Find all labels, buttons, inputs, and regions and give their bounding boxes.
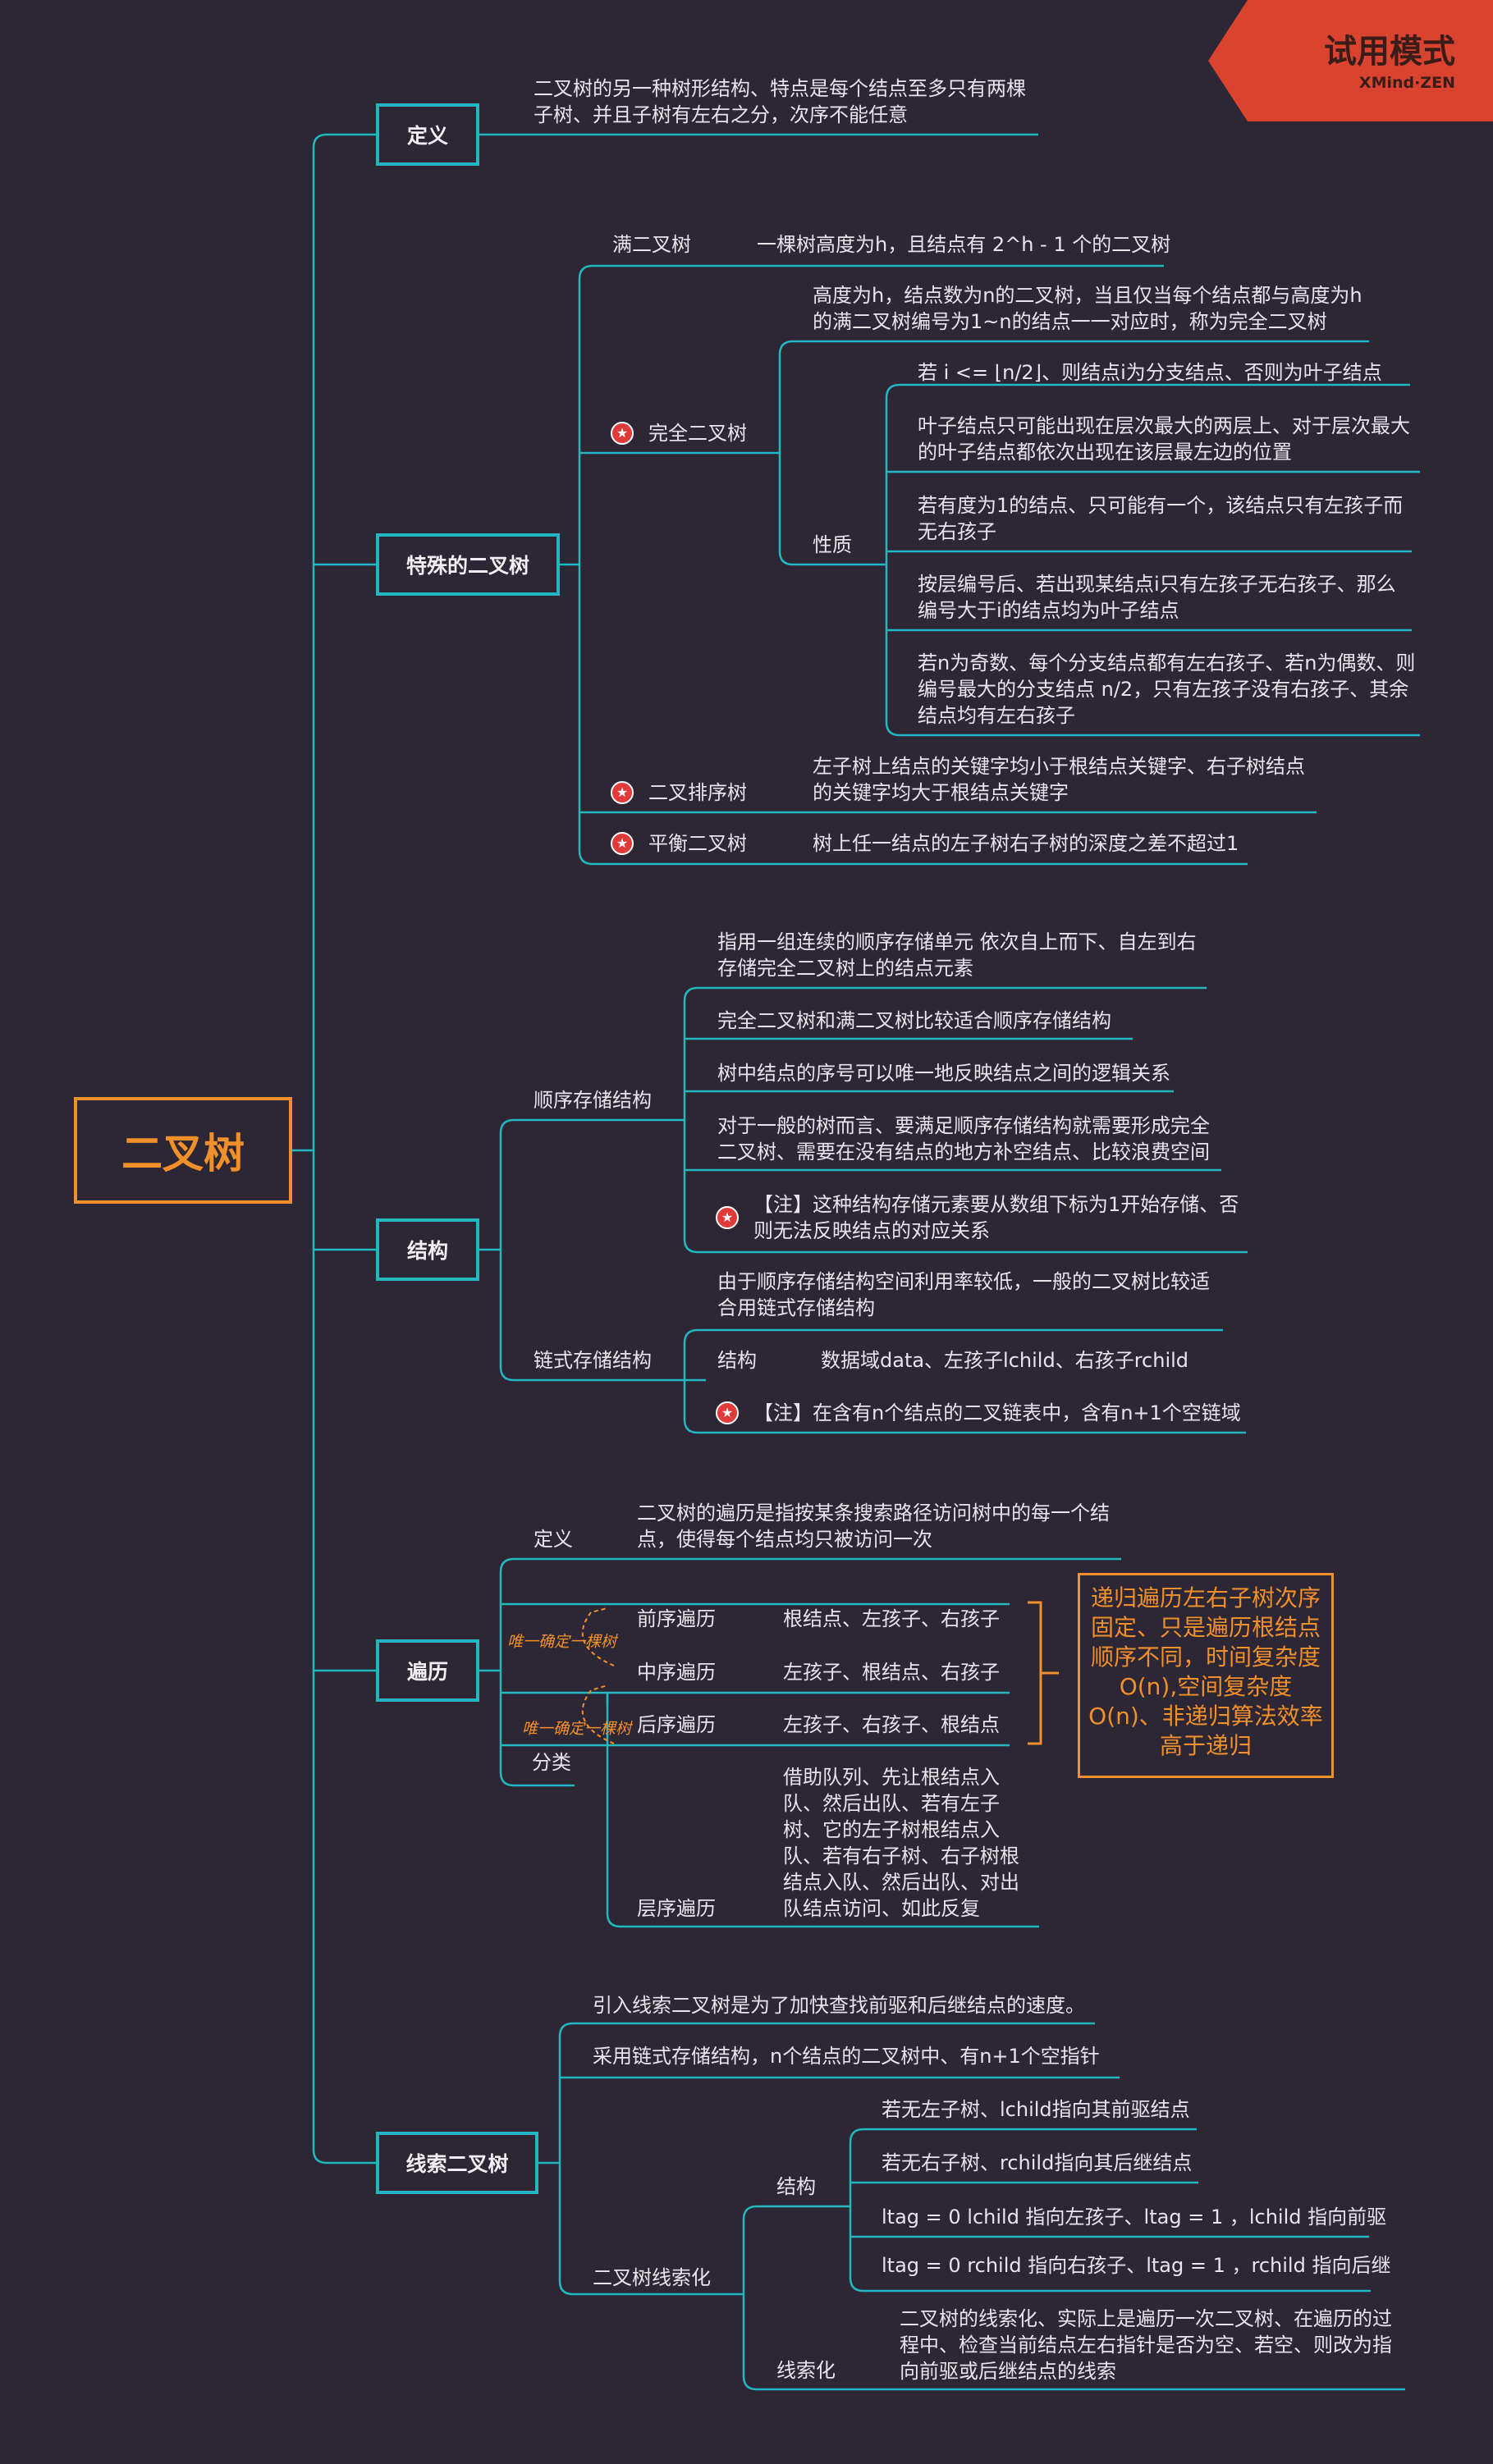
sequential-storage-label[interactable]: 顺序存储结构 [534,1089,652,1112]
traversal-note: 递归遍历左右子树次序固定、只是遍历根结点顺序不同，时间复杂度O(n),空间复杂度… [1078,1573,1334,1778]
linked-note: 【注】在含有n个结点的二叉链表中，含有n+1个空链域 [753,1401,1241,1424]
inorder-text: 左孩子、根结点、右孩子 [783,1661,1000,1684]
linked-struct-label[interactable]: 结构 [717,1349,757,1372]
star-icon: ★ [611,832,634,855]
property-3: 若有度为1的结点、只可能有一个，该结点只有左孩子而无右孩子 [918,494,1404,543]
node-structure[interactable]: 结构 [376,1218,479,1281]
complete-tree-text: 高度为h，结点数为n的二叉树，当且仅当每个结点都与高度为h的满二叉树编号为1~n… [813,284,1362,333]
traversal-def-text: 二叉树的遍历是指按某条搜索路径访问树中的每一个结点，使得每个结点均只被访问一次 [637,1502,1110,1551]
node-traversal[interactable]: 遍历 [376,1639,479,1702]
node-threaded-tree[interactable]: 线索二叉树 [376,2132,538,2194]
traversal-def-label[interactable]: 定义 [534,1528,573,1551]
seq-item-4: 对于一般的树而言、要满足顺序存储结构就需要形成完全二叉树、需要在没有结点的地方补… [717,1114,1210,1163]
star-icon: ★ [611,781,634,804]
watermark-title: 试用模式 [1324,33,1455,71]
threading-text: 二叉树的线索化、实际上是遍历一次二叉树、在遍历的过程中、检查当前结点左右指针是否… [900,2307,1392,2383]
threaded-struct-3: ltag = 0 lchild 指向左孩子、ltag = 1 ，lchild 指… [882,2206,1387,2229]
unique-tree-label-2: 唯一确定一棵树 [522,1720,632,1738]
preorder-text: 根结点、左孩子、右孩子 [783,1607,1000,1630]
star-icon: ★ [716,1401,739,1424]
full-tree-text: 一棵树高度为h，且结点有 2^h - 1 个的二叉树 [757,233,1171,256]
bst-label[interactable]: 二叉排序树 [648,781,747,804]
complete-tree-label[interactable]: 完全二叉树 [648,422,747,445]
property-1: 若 i <= ⌊n/2⌋、则结点i为分支结点、否则为叶子结点 [918,361,1382,384]
properties-label[interactable]: 性质 [813,533,852,556]
star-icon: ★ [611,422,634,445]
threaded-item-1: 引入线索二叉树是为了加快查找前驱和后继结点的速度。 [593,1994,1085,2017]
seq-item-5: 【注】这种结构存储元素要从数组下标为1开始存储、否则无法反映结点的对应关系 [753,1193,1239,1242]
threaded-struct-4: ltag = 0 rchild 指向右孩子、ltag = 1 ，rchild 指… [882,2254,1391,2277]
linked-struct-text: 数据域data、左孩子lchild、右孩子rchild [821,1349,1189,1372]
postorder-text: 左孩子、右孩子、根结点 [783,1713,1000,1736]
threaded-struct-1: 若无左子树、lchild指向其前驱结点 [882,2098,1190,2121]
unique-tree-label-1: 唯一确定一棵树 [507,1633,617,1651]
watermark-brand: XMind·ZEN [1358,74,1455,92]
threading-sub-label[interactable]: 线索化 [776,2359,836,2382]
postorder-label[interactable]: 后序遍历 [637,1713,716,1736]
property-5: 若n为奇数、每个分支结点都有左右孩子、若n为偶数、则编号最大的分支结点 n/2，… [918,651,1416,727]
root-node[interactable]: 二叉树 [74,1097,292,1204]
node-special-trees[interactable]: 特殊的二叉树 [376,533,560,596]
avl-text: 树上任一结点的左子树右子树的深度之差不超过1 [813,832,1239,855]
threaded-struct-label[interactable]: 结构 [776,2175,816,2198]
seq-item-2: 完全二叉树和满二叉树比较适合顺序存储结构 [717,1009,1111,1032]
inorder-label[interactable]: 中序遍历 [637,1661,716,1684]
property-2: 叶子结点只可能出现在层次最大的两层上、对于层次最大的叶子结点都依次出现在该层最左… [918,414,1410,464]
classification-label[interactable]: 分类 [532,1751,571,1774]
level-order-label[interactable]: 层序遍历 [637,1897,716,1920]
threading-label[interactable]: 二叉树线索化 [593,2266,711,2289]
threaded-item-2: 采用链式存储结构，n个结点的二叉树中、有n+1个空指针 [593,2045,1100,2068]
full-tree-label[interactable]: 满二叉树 [612,233,691,256]
linked-intro: 由于顺序存储结构空间利用率较低，一般的二叉树比较适合用链式存储结构 [717,1270,1210,1319]
star-icon: ★ [716,1206,739,1229]
avl-label[interactable]: 平衡二叉树 [648,832,747,855]
property-4: 按层编号后、若出现某结点i只有左孩子无右孩子、那么编号大于i的结点均为叶子结点 [918,573,1396,622]
seq-item-3: 树中结点的序号可以唯一地反映结点之间的逻辑关系 [717,1062,1170,1085]
threaded-struct-2: 若无右子树、rchild指向其后继结点 [882,2151,1193,2174]
bst-text: 左子树上结点的关键字均小于根结点关键字、右子树结点的关键字均大于根结点关键字 [813,755,1305,804]
node-definition[interactable]: 定义 [376,103,479,166]
preorder-label[interactable]: 前序遍历 [637,1607,716,1630]
linked-storage-label[interactable]: 链式存储结构 [534,1349,652,1372]
definition-text: 二叉树的另一种树形结构、特点是每个结点至多只有两棵子树、并且子树有左右之分，次序… [534,77,1026,126]
seq-item-1: 指用一组连续的顺序存储单元 依次自上而下、自左到右存储完全二叉树上的结点元素 [717,930,1197,980]
level-order-text: 借助队列、先让根结点入队、然后出队、若有左子树、它的左子树根结点入队、若有右子树… [783,1766,1019,1920]
